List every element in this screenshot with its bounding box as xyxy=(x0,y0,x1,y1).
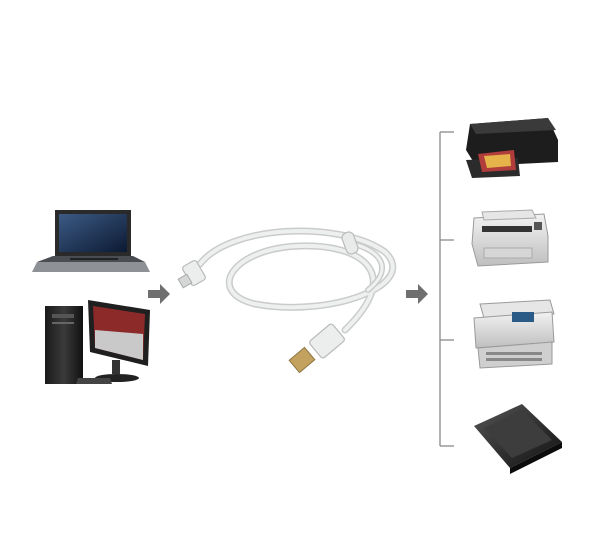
laser-printer-icon xyxy=(471,209,549,267)
multifunction-copier-icon xyxy=(473,299,555,369)
branch-bracket xyxy=(439,131,454,447)
arrow-right-icon xyxy=(406,284,428,304)
desktop-computer-icon xyxy=(45,300,150,384)
arrow-right-icon xyxy=(148,284,170,304)
usb-cable-icon xyxy=(177,227,397,374)
laptop-icon xyxy=(32,210,150,272)
inkjet-printer-icon xyxy=(466,118,558,178)
flatbed-scanner-icon xyxy=(474,404,562,474)
